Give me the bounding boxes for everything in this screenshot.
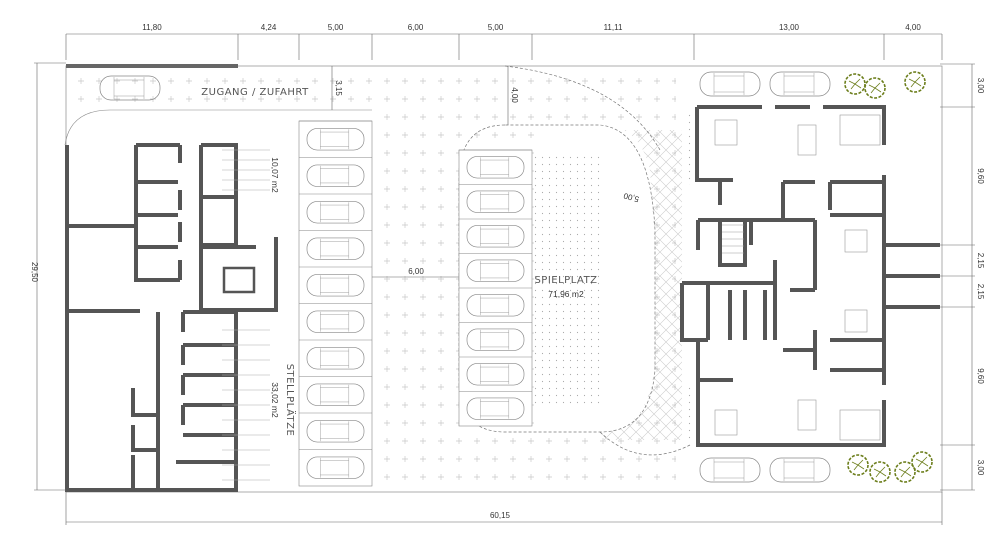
- right-dimension: 9,60: [976, 168, 985, 184]
- playground-area: 71,96 m2: [548, 289, 584, 299]
- right-dimension: 2,15: [976, 284, 985, 300]
- right-dimension: 2,15: [976, 253, 985, 269]
- top-dimension: 5,00: [328, 23, 344, 32]
- top-dimension: 13,00: [779, 23, 800, 32]
- left-dimension: 29,50: [30, 262, 39, 283]
- top-dimension-labels: 11,80 4,24 5,00 6,00 5,00 11,11 13,00 4,00: [142, 23, 921, 32]
- tree-icon: [844, 73, 866, 95]
- arc-radius-top: 4,00: [510, 87, 519, 103]
- parking-column-left: [298, 120, 373, 487]
- tree-icon: [864, 77, 886, 99]
- bottom-dimension: 60,15: [490, 511, 511, 520]
- top-dimension: 4,00: [905, 23, 921, 32]
- bike-area-top: 10,07 m2: [270, 157, 280, 193]
- right-dimension: 3,00: [976, 78, 985, 94]
- playground-island: [64, 65, 691, 456]
- parking-column-island: [458, 149, 533, 427]
- tree-icon: [847, 454, 869, 476]
- car-bottom-right: [769, 457, 831, 483]
- parking-label: STELLPLÄTZE: [284, 364, 297, 437]
- right-dimension: 9,60: [976, 368, 985, 384]
- tree-icon: [904, 71, 926, 93]
- playground-label: SPIELPLATZ: [534, 275, 597, 286]
- car-top-right: [699, 71, 761, 97]
- top-dimension: 11,11: [604, 23, 623, 32]
- top-dimension: 4,24: [261, 23, 277, 32]
- bike-area-bottom: 33,02 m2: [270, 382, 280, 418]
- dimension-lines: [34, 33, 975, 525]
- aisle-width: 6,00: [408, 267, 424, 276]
- access-depth: 3,15: [334, 80, 343, 96]
- tree-icon: [911, 451, 933, 473]
- right-dimension-labels: 3,00 9,60 2,15 2,15 9,60 3,00: [976, 78, 985, 476]
- access-label: ZUGANG / ZUFAHRT: [201, 87, 309, 98]
- top-dimension: 11,80: [142, 23, 162, 32]
- top-dimension: 6,00: [408, 23, 424, 32]
- tree-icon: [869, 461, 891, 483]
- car-bottom-right: [699, 457, 761, 483]
- left-building: [65, 143, 278, 492]
- arc-radius-right: 5,00: [622, 191, 640, 204]
- top-dimension: 5,00: [488, 23, 504, 32]
- right-building: [680, 105, 940, 447]
- right-dimension: 3,00: [976, 460, 985, 476]
- car-top-right: [769, 71, 831, 97]
